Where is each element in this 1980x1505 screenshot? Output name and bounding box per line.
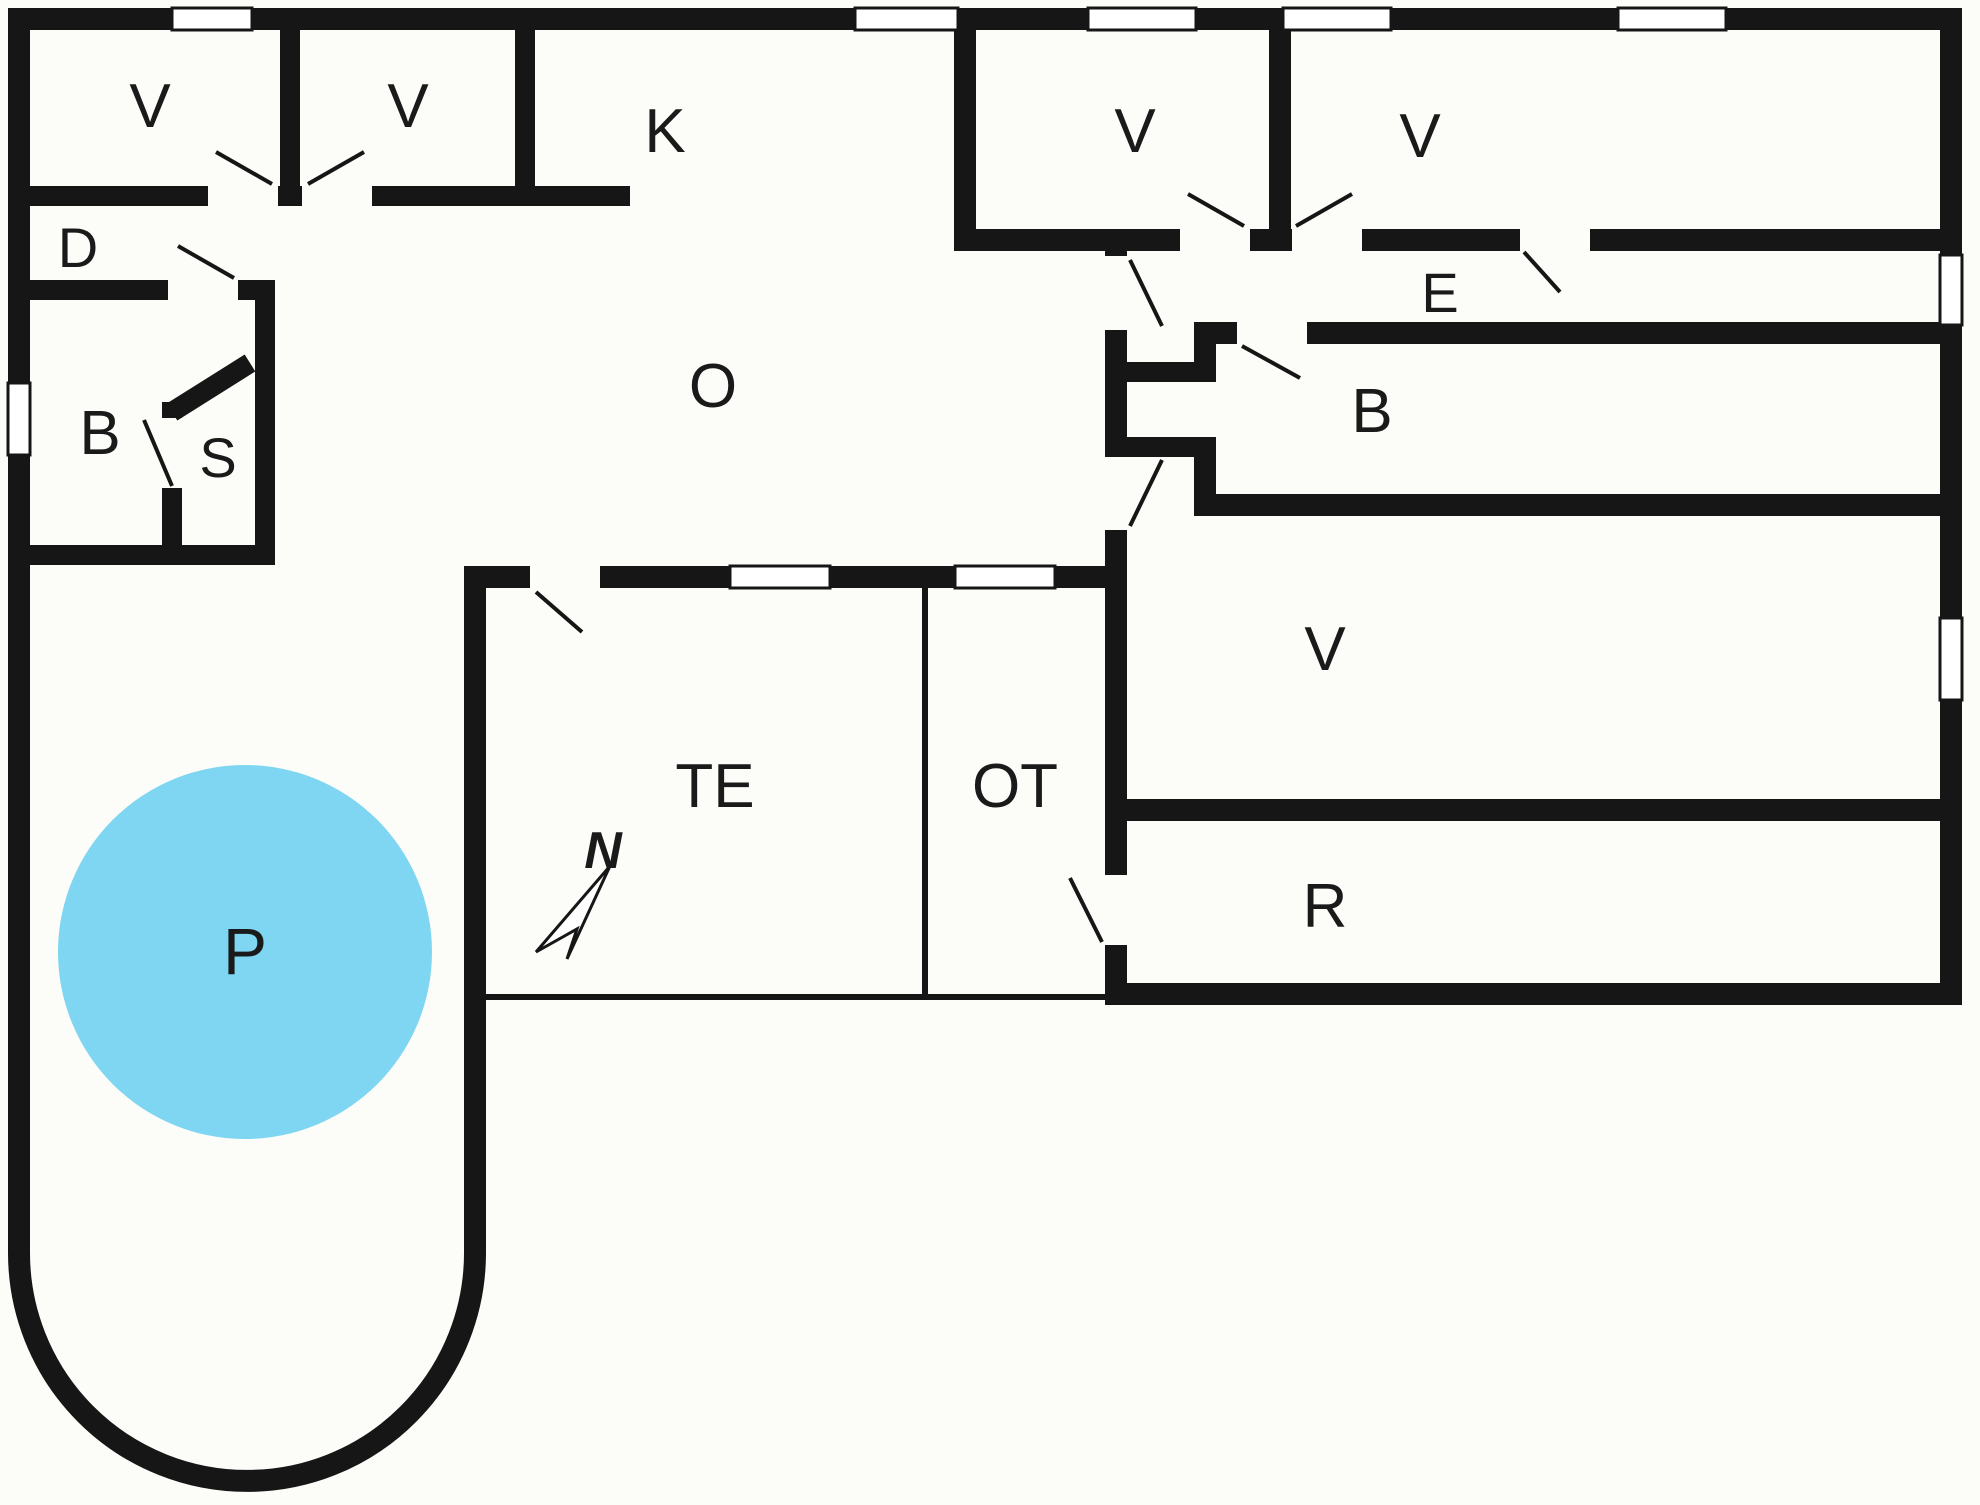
wall-segment bbox=[1391, 8, 1618, 30]
window bbox=[1086, 6, 1198, 32]
wall-segment bbox=[1105, 530, 1127, 875]
wall-segment bbox=[1590, 229, 1962, 251]
door-swing bbox=[142, 419, 174, 487]
wall-segment bbox=[162, 488, 182, 565]
wall-segment bbox=[464, 566, 486, 1253]
interior-walls bbox=[8, 8, 1962, 1005]
window bbox=[1281, 6, 1393, 32]
room-label-terrace: TE bbox=[675, 752, 754, 821]
wall-segment bbox=[1726, 8, 1962, 30]
door-swing bbox=[177, 244, 235, 280]
room-label-hall-d: D bbox=[58, 216, 98, 279]
entrance-opening bbox=[1938, 253, 1964, 327]
wall-segment bbox=[954, 8, 976, 251]
wall-segment bbox=[162, 402, 182, 418]
wall-segment bbox=[1105, 983, 1962, 1005]
door-swing bbox=[1295, 192, 1353, 228]
wall-segment bbox=[954, 229, 1180, 251]
window bbox=[170, 6, 254, 32]
wall-segment bbox=[372, 186, 630, 206]
wall-segment bbox=[1194, 322, 1216, 362]
north-arrow: N bbox=[534, 822, 623, 960]
wall-segment bbox=[464, 566, 530, 588]
wall-segment bbox=[1196, 8, 1283, 30]
door-swing bbox=[1068, 877, 1104, 943]
wall-segment bbox=[1105, 799, 1962, 821]
wall-segment bbox=[1940, 8, 1962, 255]
window bbox=[953, 564, 1057, 590]
room-label-storage: R bbox=[1303, 872, 1348, 941]
wall-segment bbox=[830, 566, 955, 588]
door-swing bbox=[215, 150, 273, 186]
wall-segment bbox=[1307, 322, 1962, 344]
wall-segment bbox=[252, 8, 855, 30]
terrace-bottom-edge bbox=[486, 994, 1105, 1000]
room-label-v-top-left-1: V bbox=[129, 72, 171, 141]
wall-segment bbox=[1362, 229, 1520, 251]
room-label-sauna: S bbox=[199, 426, 236, 489]
wall-segment bbox=[1940, 700, 1962, 1005]
room-label-v-top-left-2: V bbox=[387, 72, 429, 141]
wall-segment bbox=[1055, 566, 1127, 588]
room-label-pool: P bbox=[223, 914, 267, 988]
wall-segment bbox=[1194, 494, 1962, 516]
wall-segment bbox=[1105, 437, 1216, 457]
compass-label: N bbox=[584, 822, 623, 880]
wall-segment bbox=[1105, 362, 1216, 382]
door-swing bbox=[534, 590, 584, 634]
door-swings bbox=[142, 150, 1562, 943]
door-swing bbox=[1128, 259, 1164, 327]
pool-shape bbox=[58, 765, 432, 1139]
terrace-edges bbox=[486, 577, 1105, 1000]
window bbox=[853, 6, 960, 32]
window bbox=[6, 381, 32, 457]
door-swing bbox=[1187, 192, 1245, 228]
door-swing bbox=[307, 150, 365, 186]
wall-segment bbox=[280, 8, 300, 206]
windows bbox=[6, 6, 1964, 702]
wall-segment bbox=[958, 8, 1088, 30]
room-label-kitchen: K bbox=[644, 97, 685, 166]
door-swing bbox=[1522, 250, 1562, 294]
north-arrow-shape bbox=[534, 865, 612, 960]
wall-segment bbox=[1269, 8, 1291, 251]
wall-segment bbox=[8, 186, 208, 206]
wall-segment bbox=[8, 8, 172, 30]
door-swing bbox=[1128, 459, 1164, 527]
window bbox=[1616, 6, 1728, 32]
wall-segment bbox=[1940, 325, 1962, 618]
window bbox=[728, 564, 832, 590]
room-label-bath-right: B bbox=[1351, 377, 1392, 446]
outer-walls bbox=[8, 8, 1962, 1492]
room-label-covered-terrace: OT bbox=[972, 752, 1058, 821]
room-label-v-top-right-2: V bbox=[1399, 102, 1441, 171]
room-labels: V V K V V D B S O E B V R TE OT P bbox=[58, 72, 1459, 988]
wall-segment bbox=[515, 8, 535, 206]
wall-segment bbox=[1105, 945, 1127, 1005]
wall-segment bbox=[255, 280, 275, 565]
wall-segment bbox=[8, 455, 30, 1253]
room-label-living: O bbox=[689, 352, 737, 421]
window bbox=[1938, 616, 1964, 702]
room-label-entry: E bbox=[1421, 261, 1458, 324]
curved-wall bbox=[8, 1252, 486, 1492]
room-label-bath-left: B bbox=[79, 399, 120, 468]
terrace-divider bbox=[922, 577, 928, 1000]
wall-segment bbox=[600, 566, 730, 588]
room-label-bedroom-right: V bbox=[1304, 615, 1346, 684]
wall-segment bbox=[8, 545, 275, 565]
room-label-v-top-right-1: V bbox=[1114, 97, 1156, 166]
wall-segment bbox=[1105, 330, 1127, 455]
sauna-diagonal-wall bbox=[166, 354, 256, 421]
door-swing bbox=[1241, 344, 1301, 380]
wall-segment bbox=[8, 280, 168, 300]
